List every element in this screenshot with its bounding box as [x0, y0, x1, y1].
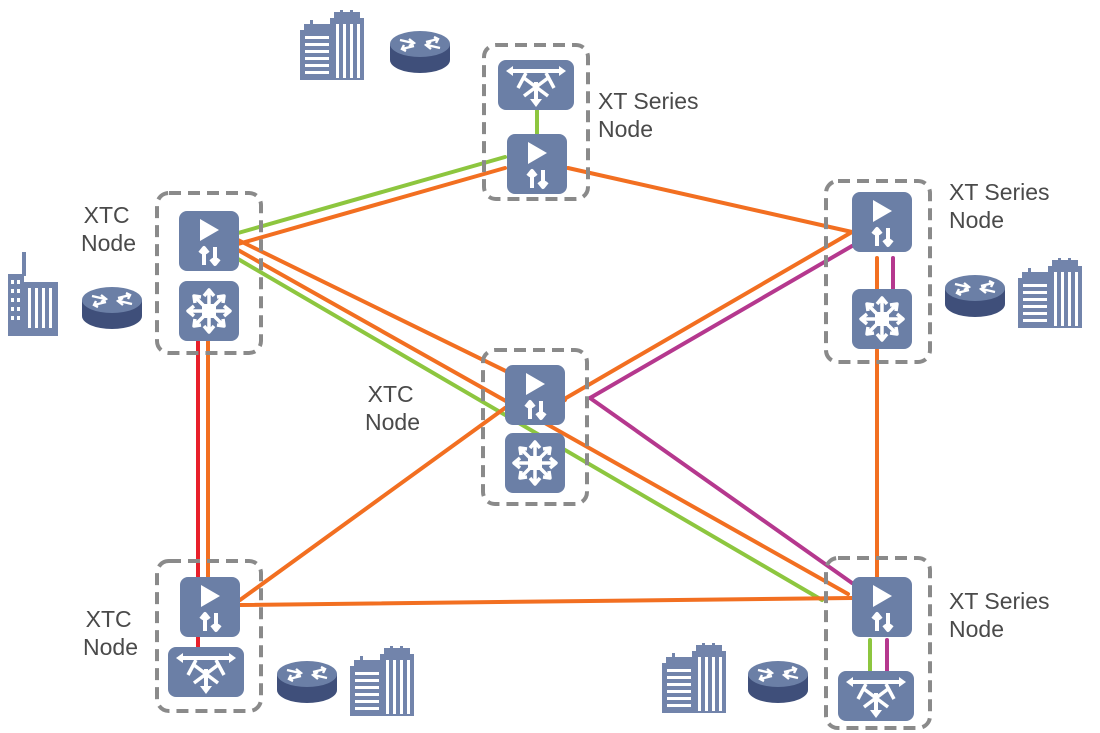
left-bottom-node-label: XTC Node: [83, 606, 138, 660]
top-node-label-line2: Node: [598, 116, 653, 142]
link-righttop-to-center-orange: [564, 230, 854, 400]
amplifier-icon: [505, 132, 569, 196]
roadm-icon: [496, 58, 576, 112]
devices: [166, 58, 916, 723]
building-icon: [1018, 258, 1082, 328]
amplifier-icon: [177, 209, 241, 273]
router-icon: [943, 273, 1007, 319]
link-top-to-lefttop-green: [236, 155, 507, 235]
left-top-node-box: [155, 191, 263, 355]
link-lefttop-to-rightbottom-green: [236, 257, 824, 602]
link-top-to-lefttop-orange: [236, 166, 507, 246]
top-node-label: XT Series Node: [598, 88, 705, 142]
left-bottom-node-box: [155, 559, 263, 713]
amplifier-icon: [503, 363, 567, 427]
router-icon: [80, 285, 144, 331]
right-bottom-node-label-line1: XT Series: [949, 588, 1050, 614]
link-top-to-righttop-orange: [566, 166, 854, 234]
left-top-node-label-line1: XTC: [84, 202, 130, 228]
right-top-node-box: [824, 179, 932, 364]
router-icon: [746, 659, 810, 705]
router-icon: [388, 29, 452, 75]
right-bottom-node-box: [824, 556, 932, 730]
right-top-node-label-line2: Node: [949, 207, 1004, 233]
right-top-node-label: XT Series Node: [949, 179, 1056, 233]
node-boxes: [155, 43, 932, 730]
amplifier-icon: [178, 575, 242, 639]
building-icon: [350, 646, 414, 716]
roadm-icon: [166, 645, 246, 699]
left-bottom-node-label-line1: XTC: [86, 606, 132, 632]
building-icon: [300, 10, 364, 80]
router-icon: [275, 659, 339, 705]
right-top-node-label-line1: XT Series: [949, 179, 1050, 205]
center-node-label-line2: Node: [365, 409, 420, 435]
top-node-box: [482, 43, 590, 201]
left-top-node-label: XTC Node: [81, 202, 136, 256]
link-center-to-leftbottom-orange: [238, 406, 507, 602]
right-bottom-node-label: XT Series Node: [949, 588, 1056, 642]
link-righttop-to-center-magenta: [588, 244, 854, 400]
left-bottom-node-label-line2: Node: [83, 634, 138, 660]
amplifier-icon: [850, 190, 914, 254]
cross-connect-icon: [177, 279, 241, 343]
left-top-node-label-line2: Node: [81, 230, 136, 256]
center-node-box: [481, 348, 589, 506]
cross-connect-icon: [850, 287, 914, 351]
building-icon: [662, 643, 726, 713]
building-icon: [8, 252, 58, 336]
center-node-label-line1: XTC: [368, 381, 414, 407]
node-labels: XT Series Node XT Series Node XT Series …: [81, 88, 1056, 660]
link-leftbottom-to-rightbottom-orange: [238, 596, 854, 607]
right-bottom-node-label-line2: Node: [949, 616, 1004, 642]
link-center-to-rightbottom-magenta: [588, 396, 854, 585]
amplifier-icon: [850, 575, 914, 639]
roadm-icon: [836, 669, 916, 723]
cross-connect-icon: [503, 431, 567, 495]
top-node-label-line1: XT Series: [598, 88, 699, 114]
center-node-label: XTC Node: [365, 381, 420, 435]
